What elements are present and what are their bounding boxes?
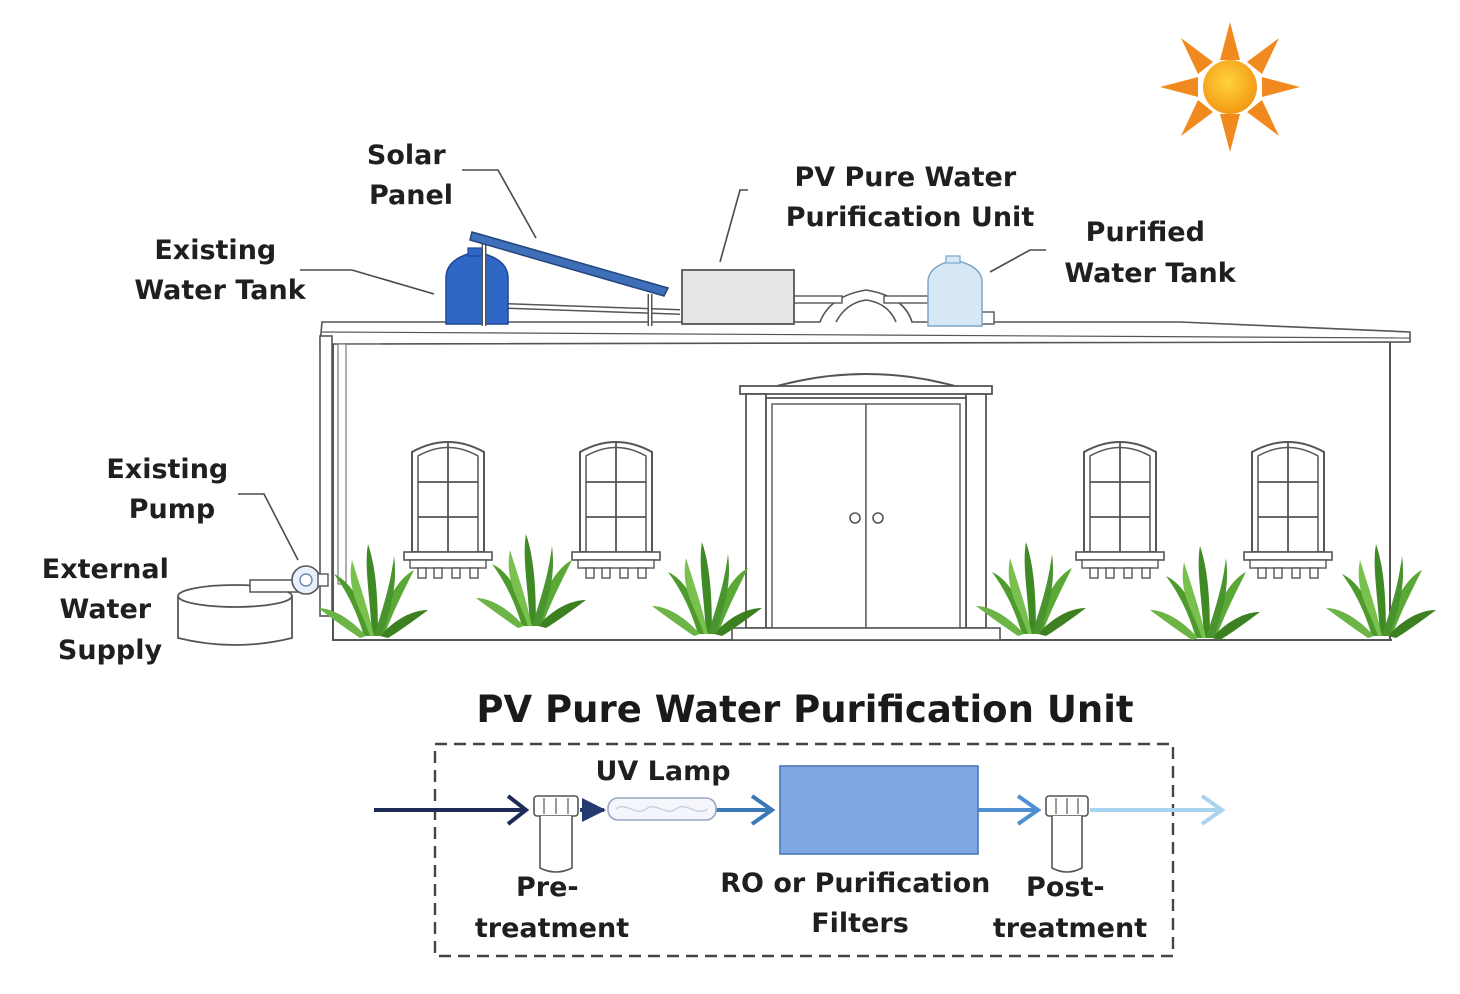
solar-panel (469, 231, 670, 326)
uv-lamp-label: UV Lamp (595, 756, 730, 787)
purification-title: PV Pure Water Purification Unit (476, 688, 1133, 731)
pretreatment-label: Pre- treatment (475, 872, 629, 944)
purification-unit-boundary (433, 742, 1175, 958)
posttreatment-label: Post- treatment (993, 872, 1147, 944)
label-solar-panel: Solar Panel (367, 140, 455, 211)
sun-icon (1160, 22, 1300, 152)
external-water-supply-tank (177, 579, 301, 646)
existing-pump (291, 565, 329, 595)
filters-label: RO or Purification Filters (720, 868, 1000, 939)
label-existing-water-tank: Existing Water Tank (134, 235, 306, 306)
label-external-water-supply: External Water Supply (42, 554, 179, 666)
pretreatment-filter (533, 795, 579, 873)
existing-water-tank (445, 247, 509, 325)
leader-lines (238, 169, 1046, 561)
window-2 (571, 441, 661, 579)
window-3 (1075, 441, 1165, 579)
window-4 (1243, 441, 1333, 579)
flow-line (374, 794, 1226, 826)
label-purified-water-tank: Purified Water Tank (1064, 217, 1236, 289)
posttreatment-filter (1045, 795, 1089, 873)
window-1 (403, 441, 493, 579)
pv-purification-unit-box (681, 269, 795, 325)
front-door (731, 373, 1001, 641)
purified-water-tank (927, 255, 983, 327)
ro-filter-box (779, 765, 979, 855)
label-pv-unit: PV Pure Water Purification Unit (786, 162, 1035, 233)
label-existing-pump: Existing Pump (106, 454, 237, 525)
uv-lamp (607, 797, 717, 821)
